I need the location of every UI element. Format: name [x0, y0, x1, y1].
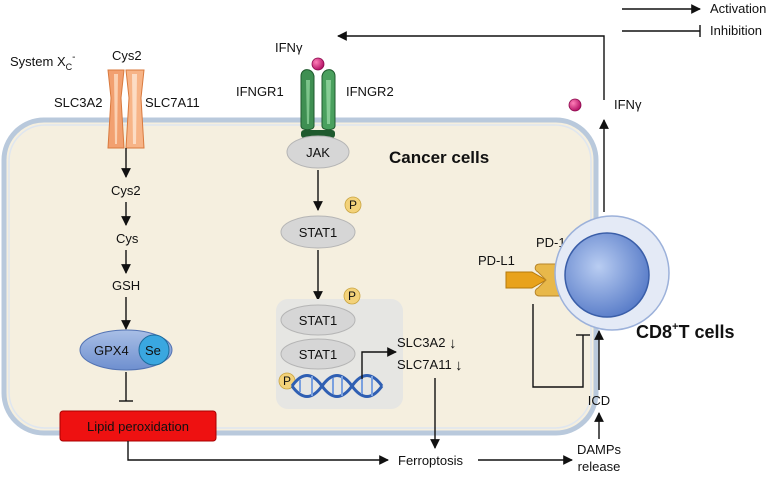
jak-ellipse — [286, 135, 350, 169]
pd-1-label: PD-1 — [536, 235, 566, 250]
se-circle — [138, 334, 170, 366]
pd-l1-label: PD-L1 — [478, 253, 515, 268]
dna-helix-icon — [290, 374, 384, 398]
stat1-single-ellipse — [280, 215, 356, 249]
stat1-dimer-bottom-ellipse — [280, 338, 356, 370]
damps-label: DAMPs — [577, 442, 622, 457]
stat1-dimer-top-ellipse — [280, 304, 356, 336]
phospho-circle-2 — [343, 287, 361, 305]
system-xc-label: System XC- — [10, 52, 75, 72]
slc3a2-label: SLC3A2 — [54, 95, 102, 110]
pd-l1-icon — [505, 271, 548, 289]
phospho-circle-1 — [344, 196, 362, 214]
system-xc-group: System XC- Cys2 SLC3A2 SLC7A11 — [10, 48, 200, 149]
se-label: Se — [145, 343, 161, 358]
legend: Activation Inhibition — [622, 1, 766, 38]
ifng-tcell-side-label: IFNγ — [614, 97, 642, 112]
ifngr2-label: IFNGR2 — [346, 84, 394, 99]
cd8-tcells-label: CD8+T cells — [636, 321, 734, 342]
arrow-ifng-to-receptor — [337, 31, 605, 100]
pd-1-icon — [534, 263, 561, 297]
cancer-cells-label: Cancer cells — [389, 148, 489, 167]
stat1-dimer-top-label: STAT1 — [299, 313, 338, 328]
gpx4-label: GPX4 — [94, 343, 129, 358]
ferroptosis-label: Ferroptosis — [398, 453, 464, 468]
ifng-ball-bound — [311, 57, 325, 71]
stat1-single-label: STAT1 — [299, 225, 338, 240]
cys-label: Cys — [116, 231, 139, 246]
icd-label: ICD — [588, 393, 610, 408]
activation-legend-label: Activation — [710, 1, 766, 16]
slc3a2-down-arrow: ↓ — [449, 335, 457, 352]
slc7a11-down-label: SLC7A11 — [397, 357, 452, 372]
phospho-label-3: P — [283, 374, 291, 388]
stat1-dimer-bottom-label: STAT1 — [299, 347, 338, 362]
inhibition-pd1-loop — [532, 304, 584, 388]
phospho-label-2: P — [348, 289, 356, 303]
ifngr1-label: IFNGR1 — [236, 84, 284, 99]
arrow-transcription — [361, 347, 397, 379]
slc7a11-label: SLC7A11 — [145, 95, 200, 110]
ifng-ball-free — [568, 98, 582, 112]
cys2-top-label: Cys2 — [112, 48, 142, 63]
ifng-receptor-side-label: IFNγ — [275, 40, 303, 55]
gpx4-complex: GPX4 Se — [79, 329, 173, 371]
inhibition-legend-label: Inhibition — [710, 23, 762, 38]
cys2-label: Cys2 — [111, 183, 141, 198]
gsh-label: GSH — [112, 278, 140, 293]
slc3a2-down-label: SLC3A2 — [397, 335, 445, 350]
ifngr-receptor: IFNγ — [275, 40, 336, 138]
tcell-inner — [564, 232, 650, 318]
lipid-peroxidation-box — [59, 410, 217, 442]
slc7a11-down-arrow: ↓ — [455, 357, 463, 374]
system-xc-transporter — [107, 69, 145, 149]
release-label: release — [578, 459, 621, 474]
lipid-peroxidation-label: Lipid peroxidation — [87, 419, 189, 434]
arrow-lipid-to-ferroptosis — [127, 441, 389, 465]
phospho-label-1: P — [349, 198, 357, 212]
jak-label: JAK — [306, 145, 330, 160]
